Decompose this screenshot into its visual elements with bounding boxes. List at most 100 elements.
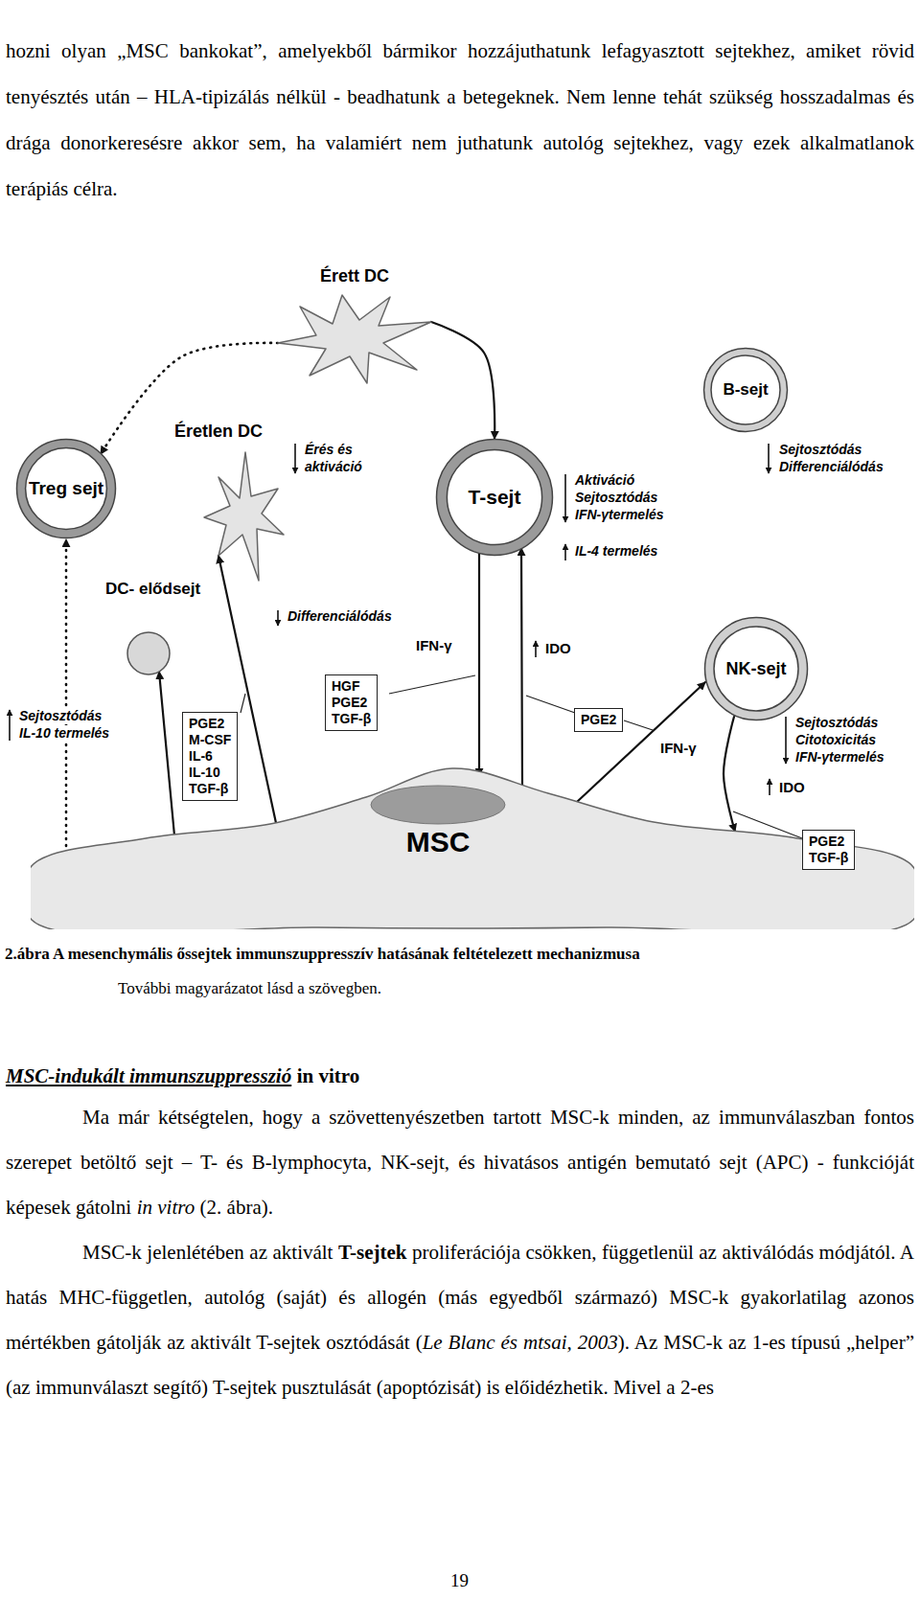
body-text: T-sejtek [338,1241,408,1265]
increase-arrow [8,710,11,741]
dendritic-cell-shape [204,452,284,581]
factor-box: PGE2 [574,708,623,733]
factor-box: PGE2TGF-β [802,829,855,871]
increase-arrow [564,544,567,561]
leader-line [389,675,476,694]
t-cell: T-sejt [435,437,554,557]
factor-label: IDO [544,640,573,658]
effect-note: Sejtosztódás [778,441,863,459]
node-text: DC- elődsejt [105,579,201,599]
body-text: in vitro [137,1196,195,1219]
b-cell: B-sejt [702,346,789,434]
text-holder: Treg sejt [15,437,117,540]
paragraph: hozni olyan „MSC bankokat”, amelyekből b… [5,27,915,212]
arrow [431,322,495,439]
decrease-arrow [294,443,297,474]
treg-cell: Treg sejt [15,437,117,540]
node-text: PGE2 [580,712,617,729]
arrow [576,682,706,803]
body-text: hozni olyan „MSC bankokat”, amelyekből b… [5,39,915,201]
leader-line [240,693,246,713]
arrow [723,716,736,832]
effect-note: Sejtosztódás [18,708,103,725]
cell-ring [704,348,788,433]
body-text: (2. ábra). [200,1196,274,1219]
body-text: Le Blanc és mtsai, 2003 [422,1331,619,1355]
mature-dc-cell: Érett DC [273,266,437,387]
effect-note: Sejtosztódás [794,714,879,732]
node-text: TGF-β [808,850,849,867]
effect-note: IFN-γtermelés [574,506,666,524]
text-holder: T-sejt [435,437,554,557]
decrease-arrow [784,716,787,764]
effect-note: Differenciálódás [778,459,885,476]
node-text: MSC [406,826,471,859]
node-text: NK-sejt [725,659,786,680]
node-text: PGE2 [331,694,371,712]
node-text: IL-10 [188,764,231,782]
factor-box: PGE2M-CSFIL-6IL-10TGF-β [182,712,238,802]
leader-line [526,695,575,713]
factor-label: IFN-γ [659,739,698,758]
effect-note: IL-4 termelés [574,543,659,560]
decrease-arrow [767,443,770,474]
node-text: Éretlen DC [151,421,286,442]
node-text: PGE2 [808,833,849,851]
nk-cell: NK-sejt [703,616,809,722]
cell-core [713,626,799,712]
leader-line [623,720,653,731]
cell-outline [151,421,286,585]
node-text: Érett DC [273,266,437,287]
node-text: T-sejt [468,485,522,509]
text-holder: NK-sejt [703,616,809,722]
text-holder: B-sejt [702,346,789,434]
effect-note: Citotoxicitás [794,732,877,749]
cell-ring [705,618,808,721]
cell-core [711,355,781,425]
effect-note: Érés és [303,441,354,459]
arrow [521,548,523,788]
node-text: Treg sejt [28,478,104,500]
cell-ring [437,439,553,556]
arrow [159,671,175,836]
node-text: B-sejt [722,380,768,400]
precursor-cell-shape [127,632,170,675]
cell-core [25,448,108,530]
arrow [478,552,481,777]
paragraph: MSC-k jelenlétében az aktiváltT-sejtekpr… [5,1230,915,1411]
paragraph: MSC-indukált immunszuppresszióin vitro [5,1053,915,1100]
msc-outline [30,768,915,930]
cell-ring [17,439,116,539]
cell-core [446,449,542,545]
page-text: 19 [450,1569,469,1593]
nucleus [370,785,506,825]
immature-dc-cell: Éretlen DC [151,421,286,585]
dc-precursor-cell: DC- elődsejt [105,579,192,676]
node-text: PGE2 [188,715,231,733]
body-text: MSC-k jelenlétében az aktivált [82,1241,333,1265]
decrease-arrow [276,610,279,626]
node-text: HGF [331,678,371,695]
node-text: M-CSF [188,732,231,749]
effect-note: Aktiváció [574,472,636,489]
node-text: IL-6 [188,748,231,765]
effect-note: Sejtosztódás [574,489,659,506]
effect-note: Differenciálódás [286,608,393,625]
factor-label: IFN-γ [414,637,454,655]
factor-box: HGFPGE2TGF-β [324,674,378,732]
node-text: TGF-β [188,781,231,798]
section-heading: MSC-indukált immunszuppresszió [5,1064,292,1088]
effect-note: aktiváció [303,459,364,476]
section-heading: in vitro [297,1064,361,1088]
increase-arrow [534,641,537,658]
increase-arrow [768,779,771,796]
figure-caption: 2.ábra A mesenchymális őssejtek immunszu… [4,943,641,966]
node-text: TGF-β [331,711,371,728]
page-text: További magyarázatot lásd a szövegben. [117,977,382,1001]
dendritic-cell-shape [277,295,432,384]
effect-note: IFN-γtermelés [794,749,886,766]
decrease-arrow [564,474,567,523]
factor-label: IDO [778,779,806,797]
effect-note: IL-10 termelés [18,725,111,742]
paragraph: Ma már kétségtelen, hogy a szövettenyész… [5,1095,915,1231]
